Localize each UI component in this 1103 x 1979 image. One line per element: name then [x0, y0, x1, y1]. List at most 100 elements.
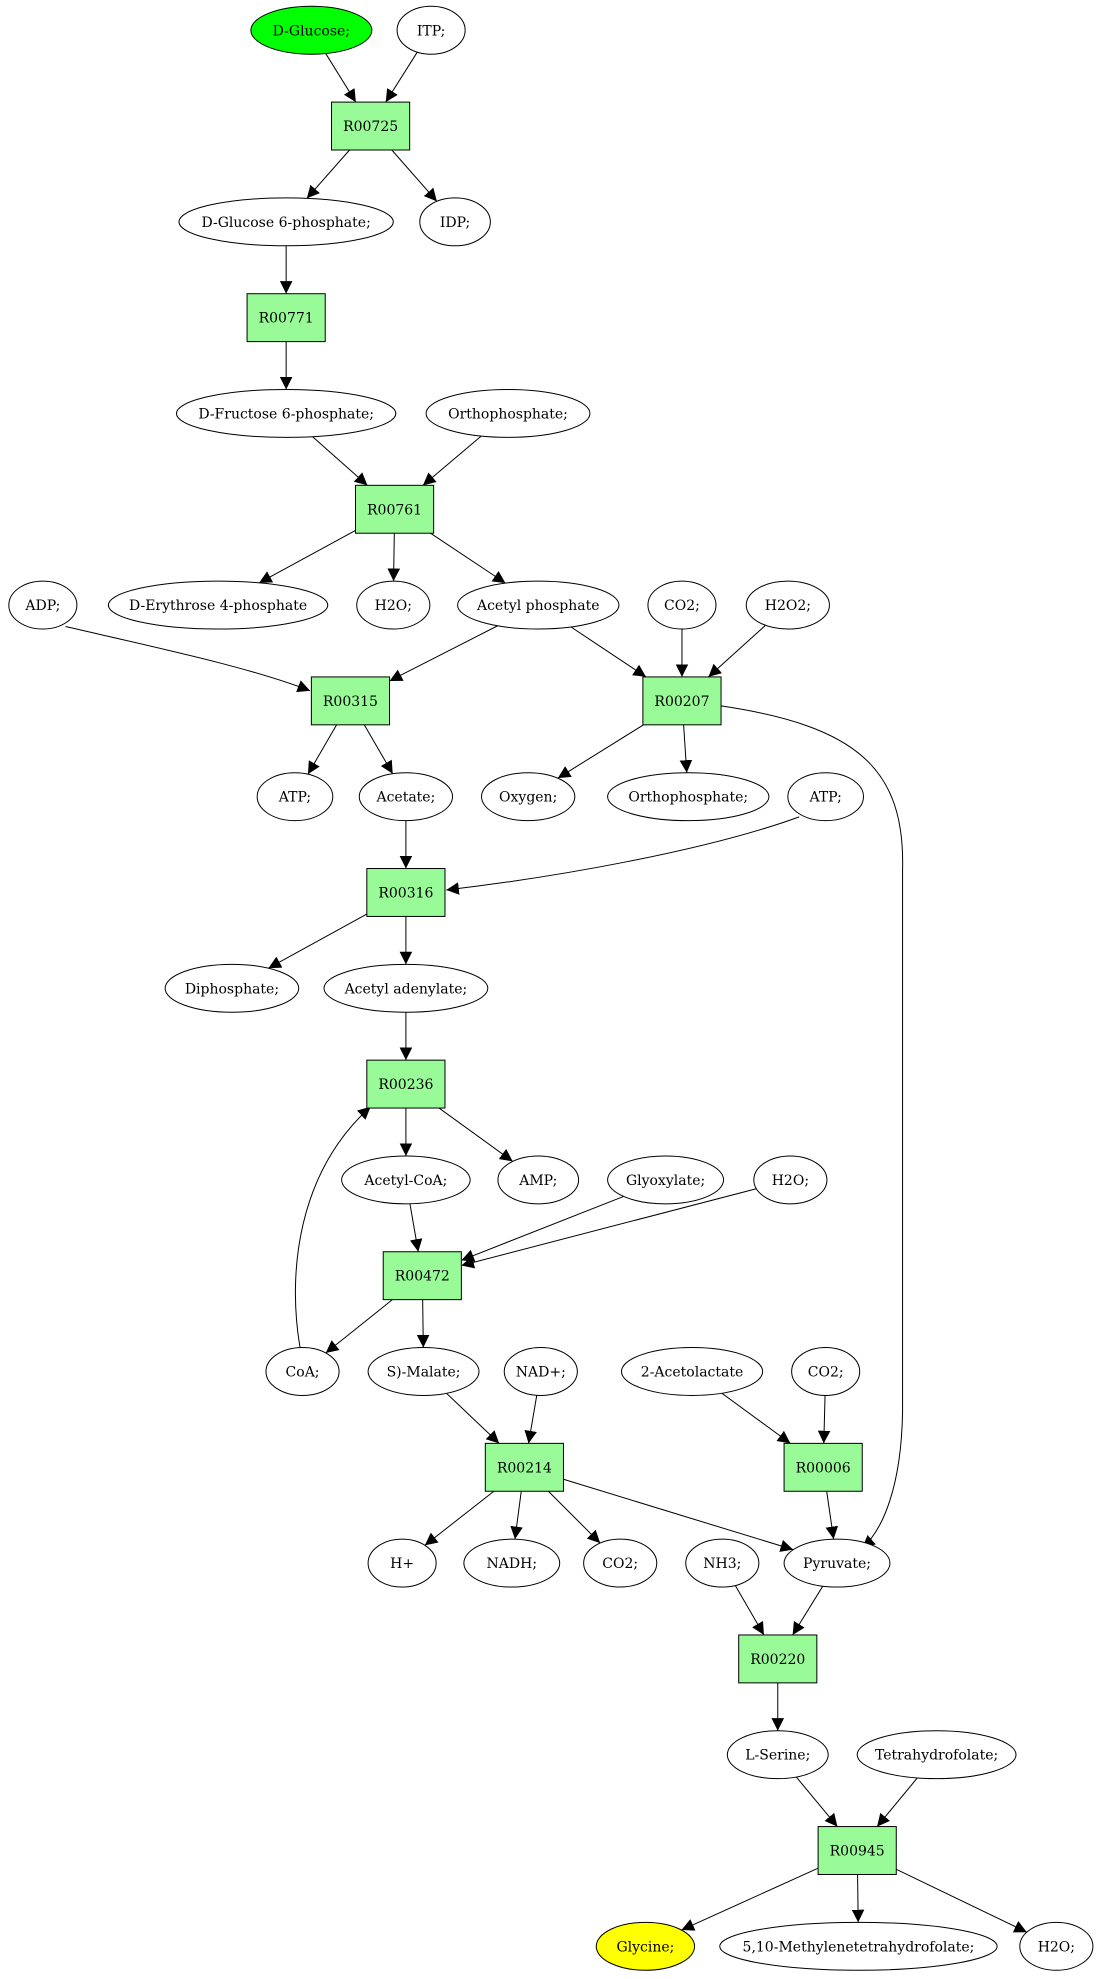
reaction-box — [817, 1826, 897, 1875]
edge-c_coa-to-r00236 — [295, 1107, 370, 1348]
reaction-node-r00220: R00220 — [738, 1634, 818, 1684]
reaction-node-r00006: R00006 — [783, 1442, 863, 1492]
node-label: R00771 — [259, 311, 314, 327]
compound-ellipse — [745, 580, 830, 630]
compound-node-c_atp2: ATP; — [787, 772, 864, 822]
compound-node-c_nh3: NH3; — [685, 1538, 760, 1588]
edge-r00725-to-c_idp — [392, 150, 437, 201]
compound-node-c_acetylphos: Acetyl phosphate — [457, 580, 620, 630]
compound-ellipse — [323, 963, 489, 1013]
reaction-box — [246, 293, 326, 343]
node-label: AMP; — [518, 1173, 557, 1189]
edge-r00236-to-c_amp — [439, 1108, 513, 1161]
compound-node-c_nadp: NAD+; — [503, 1347, 578, 1396]
reaction-node-r00945: R00945 — [817, 1826, 897, 1875]
node-label: R00236 — [378, 1077, 433, 1093]
compound-ellipse — [647, 580, 717, 630]
node-label: D-Glucose 6-phosphate; — [202, 215, 371, 231]
compound-node-c_diphos: Diphosphate; — [164, 963, 300, 1013]
node-label: ADP; — [24, 598, 60, 614]
node-label: ATP; — [809, 790, 842, 806]
edge-c_pyruvate-to-r00220 — [793, 1586, 823, 1635]
compound-node-c_co2_3: CO2; — [583, 1538, 658, 1588]
compound-node-c_acetyladen: Acetyl adenylate; — [323, 963, 489, 1013]
node-label: R00207 — [654, 694, 709, 710]
compound-node-c_orthophos1: Orthophosphate; — [425, 389, 591, 438]
edge-c_h2o2-to-r00207 — [708, 625, 765, 677]
compound-ellipse — [497, 1155, 580, 1205]
node-label: 5,10-Methylenetetrahydrofolate; — [743, 1939, 975, 1955]
edge-r00316-to-c_diphos — [268, 914, 366, 968]
edge-r00214-to-c_co2_3 — [548, 1491, 600, 1543]
node-label: NADH; — [487, 1556, 538, 1572]
edge-r00761-to-c_e4p — [259, 530, 355, 582]
node-label: Acetyl phosphate — [476, 598, 600, 614]
compound-node-c_acetolactate: 2-Acetolactate — [620, 1347, 764, 1396]
compound-ellipse — [457, 580, 620, 630]
node-label: H2O; — [1038, 1939, 1075, 1955]
edge-c_h2o_2-to-r00472 — [461, 1189, 756, 1269]
edge-r00945-to-c_h2o_3 — [896, 1869, 1027, 1932]
reaction-node-r00214: R00214 — [484, 1442, 564, 1492]
edge-r00207-to-c_oxygen — [558, 725, 644, 778]
compound-node-c_hplus: H+ — [367, 1538, 437, 1588]
compound-node-c_adp: ADP; — [8, 580, 78, 630]
compound-ellipse — [753, 1155, 828, 1205]
edge-r00214-to-c_hplus — [425, 1491, 494, 1545]
node-label: R00006 — [796, 1460, 851, 1476]
node-label: Diphosphate; — [185, 981, 279, 997]
reaction-node-r00761: R00761 — [354, 484, 435, 534]
edge-r00315-to-c_acetate — [364, 725, 392, 774]
compound-ellipse — [107, 580, 329, 630]
node-label: H2O; — [375, 598, 412, 614]
edge-r00761-to-c_h2o_1 — [387, 533, 401, 581]
compound-ellipse — [791, 1347, 861, 1396]
compound-ellipse — [583, 1538, 658, 1588]
node-label: R00315 — [323, 694, 378, 710]
edges-layer — [66, 52, 1027, 1932]
compound-node-c_acetate: Acetate; — [358, 772, 454, 822]
reaction-node-r00207: R00207 — [642, 676, 722, 726]
compound-node-c_glyoxylate: Glyoxylate; — [607, 1155, 725, 1205]
node-label: Pyruvate; — [803, 1556, 871, 1572]
reaction-box — [354, 484, 435, 534]
compound-node-c_e4p: D-Erythrose 4-phosphate — [107, 580, 329, 630]
reaction-node-r00316: R00316 — [366, 868, 446, 917]
reaction-box — [783, 1442, 863, 1492]
node-label: CoA; — [286, 1365, 320, 1381]
compound-node-c_h2o_3: H2O; — [1019, 1921, 1094, 1971]
edge-r00472-to-c_coa — [326, 1300, 393, 1353]
node-label: R00220 — [750, 1652, 805, 1668]
edge-c_itp-to-r00725 — [386, 52, 418, 102]
node-label: H2O2; — [765, 598, 811, 614]
compound-ellipse — [425, 389, 591, 438]
target-compound-ellipse — [595, 1921, 696, 1971]
compound-node-c_f6p: D-Fructose 6-phosphate; — [175, 389, 397, 438]
node-label: Acetyl-CoA; — [363, 1173, 447, 1189]
edge-r00945-to-c_glycine — [681, 1868, 818, 1930]
compound-ellipse — [175, 389, 397, 438]
reaction-box — [642, 676, 722, 726]
node-label: Glycine; — [616, 1939, 674, 1955]
edge-c_nadp-to-r00214 — [524, 1395, 537, 1443]
edge-r00207-to-c_orthophos2 — [679, 725, 693, 773]
compound-ellipse — [358, 772, 454, 822]
compound-node-c_mthf: 5,10-Methylenetetrahydrofolate; — [719, 1921, 998, 1971]
compound-ellipse — [787, 772, 864, 822]
reaction-node-r00315: R00315 — [310, 676, 391, 726]
edge-r00761-to-c_acetylphos — [430, 533, 505, 583]
edge-c_acetylphos-to-r00207 — [571, 627, 646, 677]
edge-r00214-to-c_nadh — [510, 1491, 523, 1539]
compound-ellipse — [685, 1538, 760, 1588]
node-label: ATP; — [278, 790, 311, 806]
compound-node-c_acetylcoa: Acetyl-CoA; — [341, 1155, 471, 1205]
compound-ellipse — [256, 772, 334, 822]
edge-c_thf-to-r00945 — [877, 1778, 917, 1827]
compound-ellipse — [726, 1730, 829, 1780]
compound-ellipse — [164, 963, 300, 1013]
compound-ellipse — [463, 1538, 561, 1588]
edge-c_lserine-to-r00945 — [796, 1777, 837, 1827]
node-label: D-Fructose 6-phosphate; — [198, 406, 374, 422]
